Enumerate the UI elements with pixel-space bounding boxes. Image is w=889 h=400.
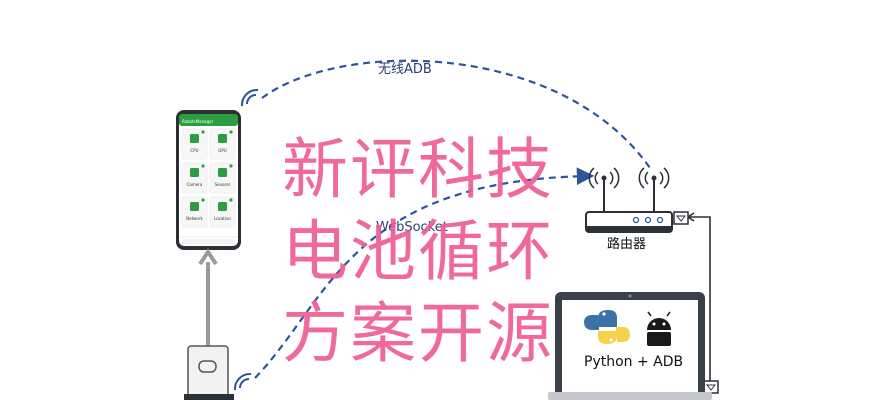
app-tile-label: Sensors <box>215 182 231 187</box>
ethernet-port-icon <box>673 211 689 225</box>
websocket-link <box>254 167 595 379</box>
wireless-adb-link <box>261 59 651 169</box>
wireless-adb-label: 无线ADB <box>378 62 432 77</box>
router-antennas <box>601 175 657 212</box>
android-phone: RobotsManager CPU GPU Camera SensorsNetwork… <box>176 110 241 250</box>
app-tile[interactable]: GPU <box>209 128 236 160</box>
app-tile-icon <box>218 134 227 143</box>
router-icon <box>585 211 673 233</box>
router-label: 路由器 <box>607 237 647 252</box>
charger-module <box>184 345 234 400</box>
app-tile[interactable]: Location <box>209 196 236 228</box>
wifi-signal-icon <box>233 372 252 391</box>
python-icon <box>584 310 630 344</box>
wifi-signal-icon <box>588 167 620 189</box>
app-tile-label: GPU <box>218 148 227 153</box>
app-tile-badge-icon <box>201 164 205 168</box>
wifi-signal-icon <box>240 88 259 107</box>
app-tile-icon <box>190 202 199 211</box>
headline-line-3: 方案开源 <box>282 295 554 372</box>
ethernet-port-icon <box>703 380 719 394</box>
android-icon <box>647 311 671 346</box>
laptop <box>548 292 712 400</box>
websocket-label: WebSocket <box>376 220 448 235</box>
app-tile[interactable]: Sensors <box>209 162 236 194</box>
app-title: RobotsManager <box>182 119 214 124</box>
app-tile[interactable]: Camera <box>181 162 208 194</box>
app-tile-badge-icon <box>201 130 205 134</box>
app-tile-badge-icon <box>229 164 233 168</box>
cable-arrow-icon <box>198 248 218 266</box>
app-tile-badge-icon <box>201 198 205 202</box>
app-header <box>179 114 238 126</box>
app-tile-label: Camera <box>187 182 203 187</box>
app-tile-icon <box>190 168 199 177</box>
wifi-signal-icon <box>638 167 670 189</box>
app-tile-icon <box>190 134 199 143</box>
app-nav-bar <box>182 239 235 244</box>
headline-line-1: 新评科技 <box>282 131 554 208</box>
app-tile-label: Location <box>214 216 231 221</box>
app-tile-icon <box>218 202 227 211</box>
headline-line-2: 电池循环 <box>282 213 554 290</box>
app-tile-icon <box>218 168 227 177</box>
app-tile-badge-icon <box>229 130 233 134</box>
app-tile[interactable]: CPU <box>181 128 208 160</box>
laptop-label: Python + ADB <box>584 354 684 370</box>
app-tile-badge-icon <box>229 198 233 202</box>
app-tile-label: CPU <box>190 148 198 153</box>
app-tile-label: Network <box>186 216 203 221</box>
app-tile[interactable]: Network <box>181 196 208 228</box>
